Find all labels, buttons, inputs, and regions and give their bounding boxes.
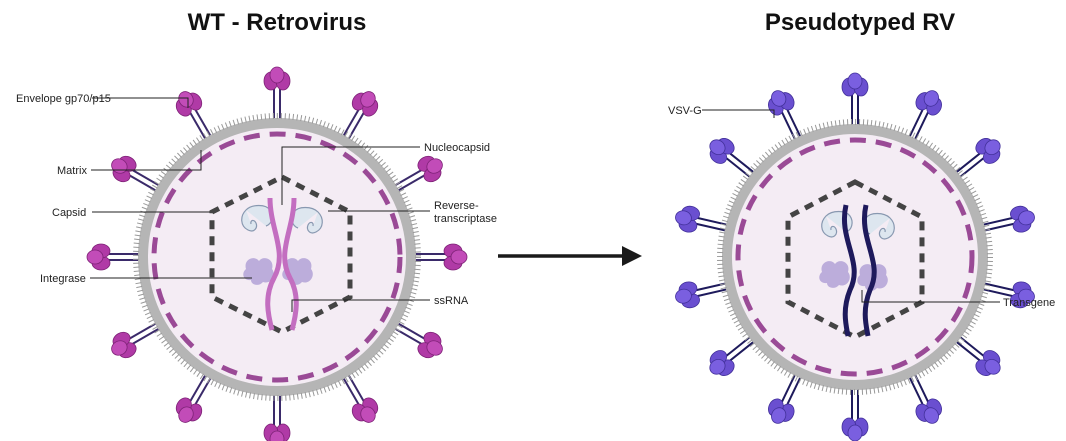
pseudotyped-rv-particle bbox=[671, 72, 1039, 441]
arrow-right-icon bbox=[498, 246, 642, 266]
transgene-strand bbox=[862, 204, 877, 337]
transgene-strand bbox=[842, 204, 857, 337]
leader-matrix bbox=[91, 150, 202, 171]
vsvg-glycoprotein-icon bbox=[841, 386, 869, 441]
vsvg-glycoprotein-icon bbox=[671, 202, 733, 242]
label-vsvg: VSV-G bbox=[668, 105, 702, 117]
viral-membrane bbox=[722, 124, 988, 390]
title-wt-retrovirus: WT - Retrovirus bbox=[188, 9, 367, 36]
ssrna-strand bbox=[265, 197, 282, 331]
leader-nucleocapsid bbox=[281, 146, 420, 205]
envelope-glycoprotein-icon bbox=[263, 66, 291, 122]
vsvg-glycoprotein-icon bbox=[841, 72, 869, 128]
membrane-outer-bristles bbox=[133, 113, 421, 401]
envelope-glycoprotein-icon bbox=[86, 243, 142, 271]
label-ssrna: ssRNA bbox=[434, 295, 469, 307]
capsid-shell bbox=[209, 174, 353, 335]
envelope-glycoprotein-icon bbox=[412, 243, 468, 271]
label-capsid: Capsid bbox=[52, 207, 86, 219]
membrane-outer-bristles bbox=[717, 119, 993, 395]
label-integrase: Integrase bbox=[40, 273, 86, 285]
leader-ssrna bbox=[291, 299, 430, 312]
label-envelope: Envelope gp70/p15 bbox=[16, 93, 111, 105]
title-pseudotyped-rv: Pseudotyped RV bbox=[765, 9, 955, 36]
ssrna-strand bbox=[282, 197, 299, 331]
leader-vsvg bbox=[702, 109, 775, 118]
label-nucleocapsid: Nucleocapsid bbox=[424, 142, 490, 154]
label-transgene: Transgene bbox=[1003, 297, 1055, 309]
wt-retrovirus-particle bbox=[86, 66, 468, 441]
label-reverse-transcriptase-line2: transcriptase bbox=[434, 213, 497, 225]
label-reverse-transcriptase-line1: Reverse- bbox=[434, 200, 479, 212]
vsvg-glycoprotein-icon bbox=[671, 272, 733, 312]
matrix-layer bbox=[151, 131, 403, 383]
leader-transgene bbox=[861, 290, 1000, 303]
vsvg-glycoprotein-icon bbox=[977, 202, 1039, 242]
label-matrix: Matrix bbox=[57, 165, 87, 177]
leader-envelope bbox=[92, 97, 189, 108]
matrix-layer bbox=[735, 137, 975, 377]
